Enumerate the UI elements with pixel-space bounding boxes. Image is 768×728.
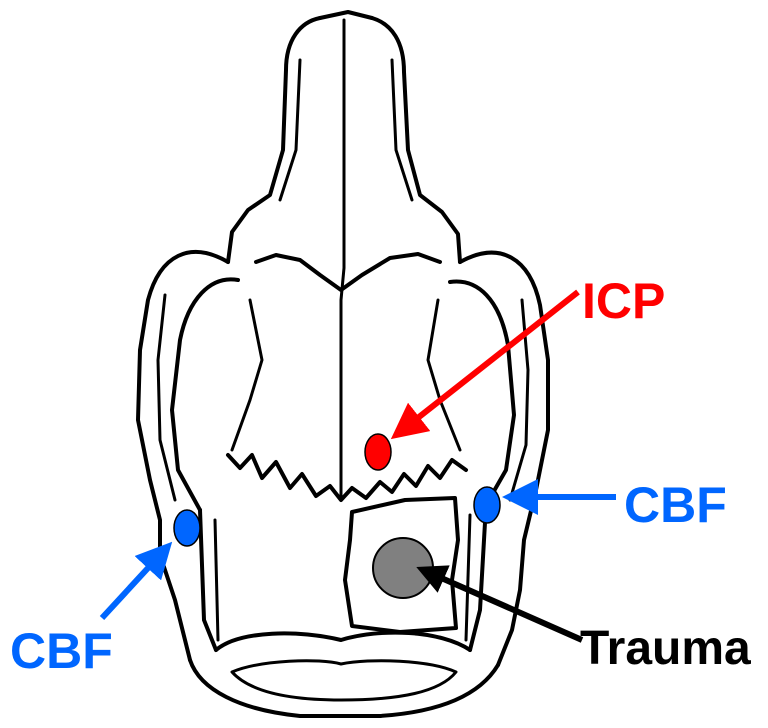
trauma-label: Trauma [580,625,751,673]
cbf-arrow-left [102,555,160,618]
cbf-probe-marker-right [474,487,500,523]
icp-probe-marker [365,434,391,470]
cbf-label-right: CBF [624,480,727,530]
trauma-marker [373,538,433,598]
cbf-probe-marker-left [174,510,200,546]
icp-label: ICP [582,276,665,326]
icp-arrow [405,292,578,428]
cbf-label-left: CBF [10,626,113,676]
